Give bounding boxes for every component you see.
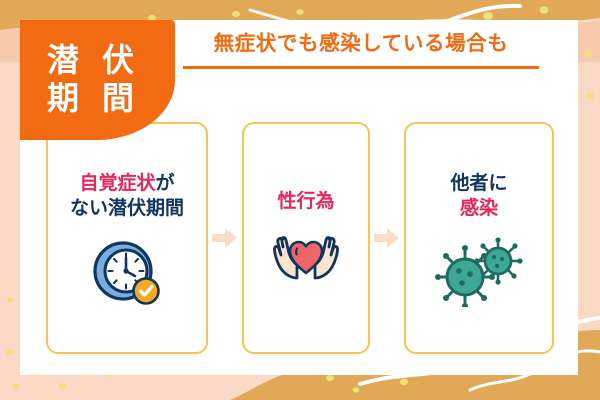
card3-title-segment-1: 他者に	[450, 173, 508, 194]
headline-block: 無症状でも感染している場合も	[183, 32, 539, 69]
clock-with-check-icon	[88, 235, 166, 313]
card1-title-segment-3: ない潜伏期間	[69, 197, 184, 219]
headline-divider	[183, 65, 539, 69]
step-card-row: 自覚症状が ない潜伏期間	[46, 122, 554, 354]
card-infect-others-title: 他者に 感染	[450, 172, 507, 221]
card1-title-segment-1: 自覚症状	[79, 173, 156, 194]
arrow-card1-to-card2	[208, 122, 242, 354]
card2-title-segment-1: 性行為	[277, 191, 335, 212]
virus-icon	[435, 235, 523, 308]
badge-line-1: 潜 伏	[47, 42, 141, 79]
card-latent-period-title: 自覚症状が ない潜伏期間	[70, 172, 184, 221]
card-sexual-activity-title: 性行為	[277, 190, 334, 215]
card-infect-others: 他者に 感染	[404, 122, 554, 354]
incubation-period-badge: 潜 伏 期 間	[20, 20, 175, 140]
card-latent-period: 自覚症状が ない潜伏期間	[46, 122, 208, 354]
badge-line-2: 期 間	[47, 80, 141, 116]
card3-title-segment-2: 感染	[459, 197, 498, 219]
card1-title-segment-2: が	[155, 173, 175, 194]
arrow-card2-to-card3	[370, 122, 404, 354]
card-sexual-activity: 性行為	[242, 122, 370, 354]
page-title: 無症状でも感染している場合も	[213, 32, 509, 55]
hands-holding-heart-icon	[270, 225, 342, 287]
